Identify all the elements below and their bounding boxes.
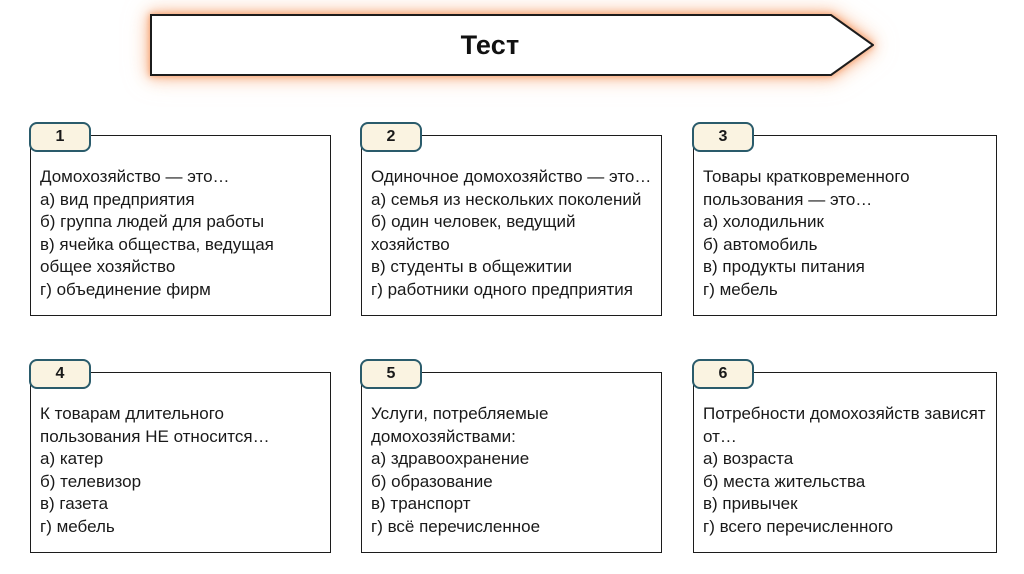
title-banner: Тест xyxy=(150,14,875,76)
answer-option-b: б) образование xyxy=(371,471,493,491)
question-card-1: 1 Домохозяйство — это… а) вид предприяти… xyxy=(29,122,331,316)
question-text: Домохозяйство — это… xyxy=(40,167,230,186)
question-text: Услуги, потребляемые домохозяйствами: xyxy=(371,404,549,446)
question-text: Одиночное домохозяйство — это… xyxy=(371,167,652,186)
answer-option-v: в) транспорт xyxy=(371,494,471,513)
answer-option-b: б) автомобиль xyxy=(703,234,818,254)
answer-option-g: г) объединение фирм xyxy=(40,279,211,299)
card-number-tab: 1 xyxy=(29,122,91,152)
answer-option-a: а) семья из нескольких поколений xyxy=(371,189,642,209)
question-card-6: 6 Потребности домохозяйств зависят от… а… xyxy=(692,359,997,553)
answer-option-g: г) мебель xyxy=(703,279,778,299)
slide-title: Тест xyxy=(460,29,520,60)
card-number-tab: 4 xyxy=(29,359,91,389)
answer-option-a: а) вид предприятия xyxy=(40,189,195,209)
question-card-3: 3 Товары кратковременного пользования — … xyxy=(692,122,997,316)
answer-option-b: б) места жительства xyxy=(703,471,866,491)
answer-option-v: в) ячейка общества, ведущая общее хозяйс… xyxy=(40,234,274,277)
card-body: Товары кратковременного пользования — эт… xyxy=(694,152,996,315)
answer-option-a: а) возраста xyxy=(703,449,794,468)
answer-option-a: а) холодильник xyxy=(703,212,824,231)
arrow-banner-shape xyxy=(150,14,875,76)
question-card-2: 2 Одиночное домохозяйство — это… а) семь… xyxy=(360,122,662,316)
card-number-tab: 2 xyxy=(360,122,422,152)
answer-option-g: г) мебель xyxy=(40,516,115,536)
card-number-tab: 6 xyxy=(692,359,754,389)
question-text: Потребности домохозяйств зависят от… xyxy=(703,404,986,446)
answer-option-b: б) один человек, ведущий хозяйство xyxy=(371,212,576,254)
card-body: К товарам длительного пользования НЕ отн… xyxy=(31,389,330,552)
answer-option-b: б) телевизор xyxy=(40,471,142,491)
card-body: Услуги, потребляемые домохозяйствами: а)… xyxy=(362,389,661,552)
question-card-5: 5 Услуги, потребляемые домохозяйствами: … xyxy=(360,359,662,553)
answer-option-b: б) группа людей для работы xyxy=(40,212,265,231)
card-number-tab: 5 xyxy=(360,359,422,389)
answer-option-g: г) всё перечисленное xyxy=(371,516,541,536)
card-body: Одиночное домохозяйство — это… а) семья … xyxy=(362,152,661,315)
card-body: Домохозяйство — это… а) вид предприятия … xyxy=(31,152,330,315)
answer-option-v: в) газета xyxy=(40,494,109,513)
answer-option-v: в) студенты в общежитии xyxy=(371,257,572,276)
answer-option-g: г) работники одного предприятия xyxy=(371,279,633,299)
answer-option-a: а) здравоохранение xyxy=(371,449,530,468)
answer-option-v: в) привычек xyxy=(703,494,798,513)
question-text: Товары кратковременного пользования — эт… xyxy=(703,167,910,209)
card-body: Потребности домохозяйств зависят от… а) … xyxy=(694,389,996,552)
question-text: К товарам длительного пользования НЕ отн… xyxy=(40,404,270,446)
answer-option-v: в) продукты питания xyxy=(703,257,865,276)
answer-option-a: а) катер xyxy=(40,449,104,468)
card-number-tab: 3 xyxy=(692,122,754,152)
answer-option-g: г) всего перечисленного xyxy=(703,516,894,536)
question-card-4: 4 К товарам длительного пользования НЕ о… xyxy=(29,359,331,553)
